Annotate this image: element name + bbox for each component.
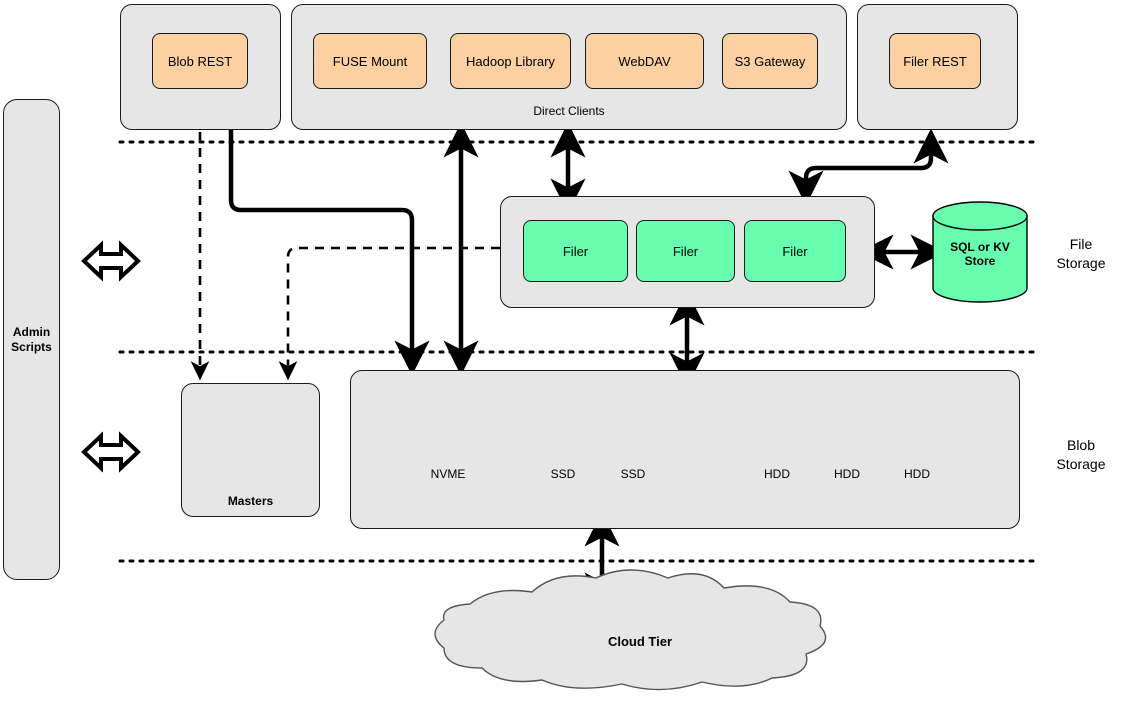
admin-double-arrows (81, 240, 141, 473)
tier-label-file-storage-line2: Storage (1056, 255, 1106, 271)
sql-or-kv-store-label: SQL or KV Store (933, 240, 1027, 268)
tier-label-blob-storage: Blob Storage (1046, 436, 1116, 474)
direct-clients-caption: Direct Clients (533, 104, 605, 118)
store-label-line1: SQL or KV (950, 240, 1010, 254)
volume-servers-group (350, 370, 1020, 529)
blob-rest-to-volumes-connector (228, 130, 430, 376)
client-s3-gateway[interactable]: S3 Gateway (722, 33, 818, 89)
tier-label-blob-storage-line2: Storage (1056, 456, 1106, 472)
admin-to-blob-storage-arrow (81, 431, 141, 473)
client-filer-rest[interactable]: Filer REST (889, 33, 981, 89)
filer-rest-to-filers-connector (788, 128, 949, 206)
filer-node-2[interactable]: Filer (636, 220, 735, 282)
filer-node-1[interactable]: Filer (523, 220, 628, 282)
masters-caption: Masters (227, 494, 274, 508)
admin-scripts-panel[interactable]: Admin Scripts (3, 99, 60, 580)
admin-scripts-label-line1: Admin (12, 324, 51, 339)
tier-label-blob-storage-line1: Blob (1066, 437, 1096, 453)
client-blob-rest[interactable]: Blob REST (152, 33, 248, 89)
client-fuse-mount[interactable]: FUSE Mount (313, 33, 427, 89)
store-label-line2: Store (964, 254, 996, 268)
filers-to-masters-connector (278, 246, 500, 381)
tier-label-file-storage: File Storage (1046, 235, 1116, 273)
cloud-tier-label: Cloud Tier (607, 634, 673, 649)
admin-scripts-label-line2: Scripts (11, 339, 52, 354)
cloud-tier-shape (434, 569, 827, 691)
client-hadoop-library[interactable]: Hadoop Library (450, 33, 571, 89)
tier-label-file-storage-line1: File (1069, 236, 1093, 252)
filer-node-3[interactable]: Filer (744, 220, 846, 282)
masters-group (181, 383, 320, 517)
client-webdav[interactable]: WebDAV (585, 33, 704, 89)
admin-to-file-storage-arrow (81, 240, 141, 282)
